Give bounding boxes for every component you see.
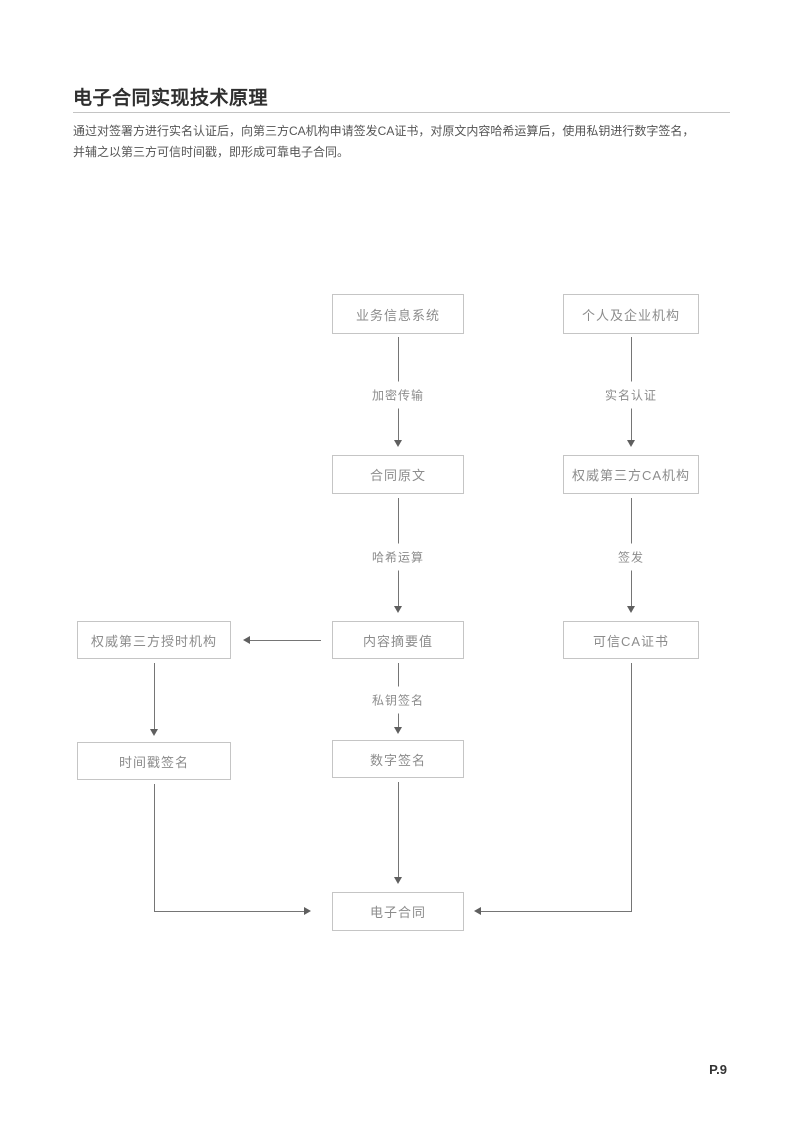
description-line-1: 通过对签署方进行实名认证后，向第三方CA机构申请签发CA证书，对原文内容哈希运算… xyxy=(73,124,695,138)
arrow-line-digital-sig-to-contract xyxy=(398,782,399,878)
page-title: 电子合同实现技术原理 xyxy=(73,88,269,109)
page-number: P.9 xyxy=(709,1062,727,1077)
arrowhead-individual-to-ca xyxy=(627,440,635,447)
flow-node-individual-enterprise-org: 个人及企业机构 xyxy=(563,294,699,334)
arrow-line-digest-to-tsa xyxy=(250,640,321,641)
description-line-2: 并辅之以第三方可信时间戳，即形成可靠电子合同。 xyxy=(73,145,350,159)
edge-label-private-key-signing: 私钥签名 xyxy=(365,686,431,714)
arrowhead-business-to-contract xyxy=(394,440,402,447)
flow-node-content-digest: 内容摘要值 xyxy=(332,621,464,659)
arrowhead-digest-to-digital-sig xyxy=(394,727,402,734)
arrowhead-cert-to-contract xyxy=(474,907,481,915)
arrowhead-ca-to-cert xyxy=(627,606,635,613)
flow-node-trusted-ca-cert: 可信CA证书 xyxy=(563,621,699,659)
flow-node-time-stamping-authority: 权威第三方授时机构 xyxy=(77,621,231,659)
arrow-line-cert-left xyxy=(481,911,631,912)
edge-label-hash-operation: 哈希运算 xyxy=(365,543,431,571)
flow-node-electronic-contract: 电子合同 xyxy=(332,892,464,931)
edge-label-realname-authentication: 实名认证 xyxy=(598,381,664,409)
arrowhead-timestamp-sig-to-contract xyxy=(304,907,311,915)
arrowhead-tsa-to-timestamp-sig xyxy=(150,729,158,736)
arrow-line-timestamp-sig-right xyxy=(154,911,304,912)
title-divider xyxy=(73,112,730,113)
flow-node-digital-signature: 数字签名 xyxy=(332,740,464,778)
arrow-line-cert-down xyxy=(631,663,632,912)
arrow-line-tsa-to-timestamp-sig xyxy=(154,663,155,730)
edge-label-issue: 签发 xyxy=(611,543,651,571)
arrowhead-digital-sig-to-contract xyxy=(394,877,402,884)
flow-node-third-party-ca: 权威第三方CA机构 xyxy=(563,455,699,494)
arrowhead-contract-to-digest xyxy=(394,606,402,613)
page-description: 通过对签署方进行实名认证后，向第三方CA机构申请签发CA证书，对原文内容哈希运算… xyxy=(73,121,733,163)
flow-node-timestamp-signature: 时间戳签名 xyxy=(77,742,231,780)
flow-node-contract-original: 合同原文 xyxy=(332,455,464,494)
arrowhead-digest-to-tsa xyxy=(243,636,250,644)
flow-node-business-info-system: 业务信息系统 xyxy=(332,294,464,334)
edge-label-encrypted-transmission: 加密传输 xyxy=(365,381,431,409)
arrow-line-timestamp-sig-down xyxy=(154,784,155,912)
